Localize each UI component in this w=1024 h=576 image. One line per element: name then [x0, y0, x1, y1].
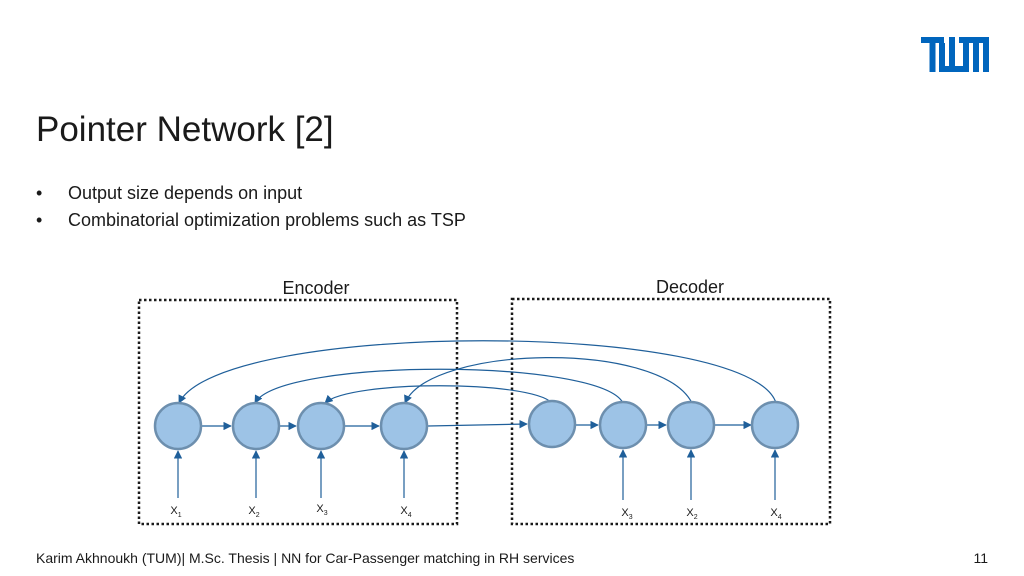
chain-arrow	[427, 419, 528, 429]
footer-text: Karim Akhnoukh (TUM)| M.Sc. Thesis | NN …	[36, 550, 575, 566]
input-label: X2	[686, 507, 697, 521]
bullet-marker: •	[36, 210, 43, 230]
input-label: X3	[316, 503, 327, 517]
encoder-node	[379, 401, 429, 451]
input-label: X4	[770, 507, 781, 521]
encoder-box	[137, 298, 459, 526]
bullet-marker: •	[36, 183, 43, 203]
page-number: 11	[973, 550, 988, 566]
input-label: X1	[170, 505, 181, 519]
pointer-arrow	[178, 340, 777, 404]
decoder-node	[527, 399, 577, 449]
slide-title: Pointer Network [2]	[36, 110, 334, 149]
decoder-box	[510, 297, 832, 526]
encoder-node	[153, 401, 203, 451]
decoder-node	[598, 400, 648, 450]
input-label: X3	[621, 507, 632, 521]
bullet-item: • Combinatorial optimization problems su…	[36, 207, 466, 234]
encoder-node	[296, 401, 346, 451]
decoder-label: Decoder	[656, 277, 724, 297]
bullet-text: Combinatorial optimization problems such…	[68, 210, 466, 230]
decoder-node	[750, 400, 800, 450]
tum-logo-icon	[921, 37, 989, 72]
input-label: X4	[400, 505, 411, 519]
bullet-list: • Output size depends on input • Combina…	[36, 180, 466, 234]
bullet-text: Output size depends on input	[68, 183, 303, 203]
pointer-arrow	[404, 357, 693, 404]
bullet-item: • Output size depends on input	[36, 180, 466, 207]
decoder-node	[666, 400, 716, 450]
encoder-node	[231, 401, 281, 451]
pointer-arrow	[324, 385, 553, 404]
pointer-arrow	[254, 368, 624, 404]
input-label: X2	[248, 505, 259, 519]
encoder-label: Encoder	[282, 278, 349, 298]
